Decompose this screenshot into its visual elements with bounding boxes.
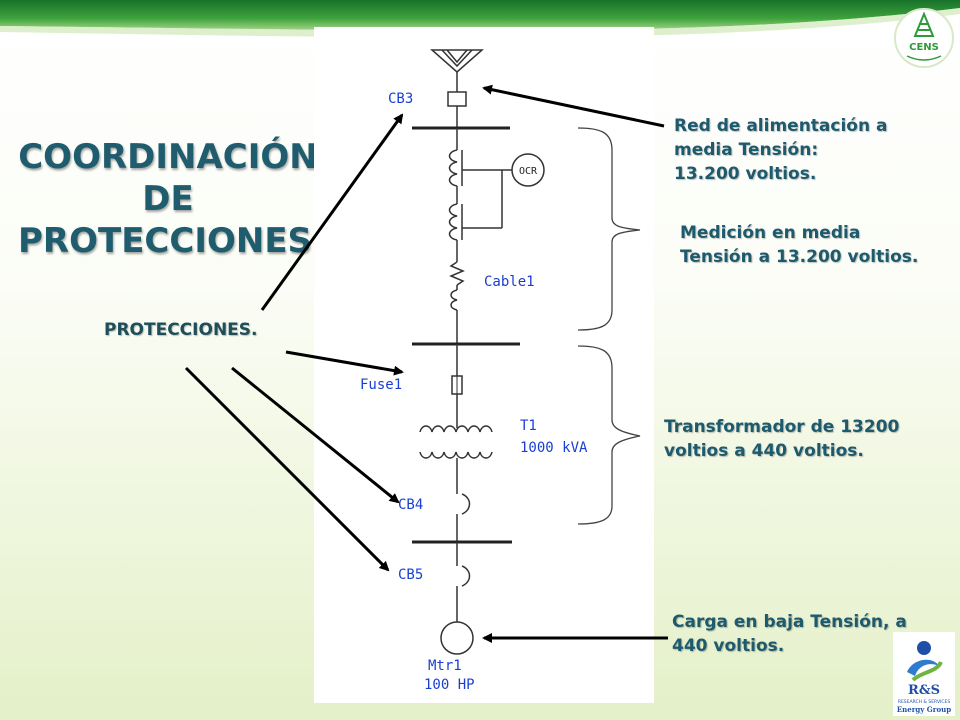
cb4-breaker <box>461 493 471 515</box>
rs-energy-group-logo: R&S RESEARCH & SERVICES Energy Group <box>893 632 955 716</box>
mtr1-label: Mtr1 <box>428 658 462 674</box>
arrow-red-to-cb3 <box>482 84 665 128</box>
annotation-carga-line-2: 440 voltios. <box>672 636 785 656</box>
annotation-medicion-line-2: Tensión a 13.200 voltios. <box>680 247 919 267</box>
cb5-breaker <box>461 565 471 587</box>
arrow-to-fuse1 <box>285 350 404 376</box>
motor-mtr1 <box>440 621 474 655</box>
annotation-carga-line-1: Carga en baja Tensión, a <box>672 612 907 632</box>
title-line-1: COORDINACIÓN <box>18 137 318 177</box>
rs-logo-subtext: RESEARCH & SERVICES <box>898 699 951 705</box>
arrow-to-cb5 <box>184 366 390 572</box>
transformer-t1 <box>419 424 493 459</box>
page-title: COORDINACIÓN DE PROTECCIONES. <box>18 136 325 262</box>
brace-transformador <box>577 345 641 525</box>
rs-logo-text: R&S <box>908 683 940 698</box>
annotation-carga: Carga en baja Tensión, a 440 voltios. <box>672 610 907 658</box>
source-grid-symbol <box>430 49 484 92</box>
t1-label: T1 <box>520 418 537 434</box>
cb3-label: CB3 <box>388 91 413 107</box>
annotation-transformador-line-1: Transformador de 13200 <box>664 417 900 437</box>
cb3-breaker <box>447 91 467 107</box>
ocr-label: OCR <box>519 166 538 177</box>
title-line-2: DE <box>142 179 194 219</box>
t1-rating-label: 1000 kVA <box>520 440 588 456</box>
cable1-label: Cable1 <box>484 274 535 290</box>
cb4-label: CB4 <box>398 497 423 513</box>
annotation-medicion: Medición en media Tensión a 13.200 volti… <box>680 221 918 269</box>
cable1-inductor <box>450 289 458 311</box>
current-transformer-2 <box>448 203 463 241</box>
current-transformer-1 <box>448 149 463 187</box>
annotation-medicion-line-1: Medición en media <box>680 223 861 243</box>
title-line-3: PROTECCIONES. <box>18 221 325 261</box>
arrow-to-cb3 <box>260 113 404 311</box>
cb5-label: CB5 <box>398 567 423 583</box>
annotation-transformador-line-2: voltios a 440 voltios. <box>664 441 864 461</box>
ocr-relay-wiring <box>462 169 503 229</box>
protecciones-label: PROTECCIONES. <box>104 320 258 340</box>
mtr1-rating-label: 100 HP <box>424 677 475 693</box>
brace-medicion <box>577 127 641 331</box>
cens-logo-text: CENS <box>909 42 939 53</box>
annotation-red-line-2: media Tensión: <box>674 140 819 160</box>
fuse1-label: Fuse1 <box>360 377 402 393</box>
cable1-resistor <box>449 261 465 286</box>
one-line-diagram-panel <box>314 27 654 703</box>
header-wave-band <box>0 0 960 38</box>
arrow-to-cb4 <box>231 366 400 504</box>
cens-logo: CENS <box>893 6 955 70</box>
annotation-red-line-1: Red de alimentación a <box>674 116 888 136</box>
annotation-red-line-3: 13.200 voltios. <box>674 164 817 184</box>
annotation-transformador: Transformador de 13200 voltios a 440 vol… <box>664 415 899 463</box>
rs-logo-group: Energy Group <box>897 705 951 714</box>
annotation-red-alimentacion: Red de alimentación a media Tensión: 13.… <box>674 114 887 186</box>
